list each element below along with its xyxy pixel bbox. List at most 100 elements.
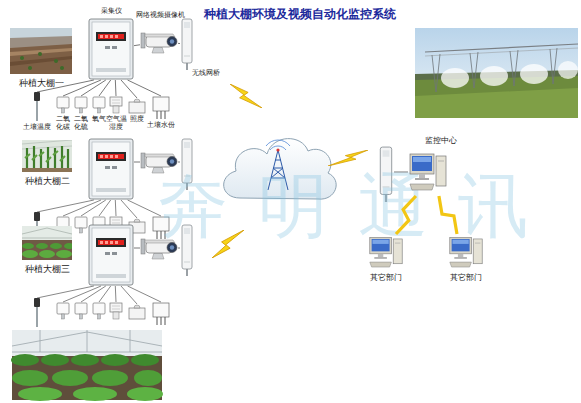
greenhouse-photo-shape (22, 140, 72, 172)
greenhouse-photo-shape (10, 28, 72, 74)
greenhouse-interior-photo (11, 330, 163, 401)
node-label: 监控中心 (416, 137, 466, 146)
gas-sensor-symbol (75, 97, 87, 113)
sensor-symbol (57, 303, 69, 319)
soil-sensor-symbol (153, 217, 169, 239)
gas-sensor-shape (92, 96, 106, 114)
department-computer: 其它部门 (448, 234, 484, 272)
soil-temperature-probe-symbol (34, 92, 40, 121)
wireless-link (439, 196, 457, 234)
greenhouse-photo-symbol (22, 226, 74, 260)
monitoring-computer-shape (408, 150, 448, 196)
video-camera-shape (140, 30, 178, 54)
greenhouse-photo: 种植大棚一 (10, 28, 72, 74)
bridge-symbol (182, 139, 192, 190)
greenhouse-photo: 种植大棚二 (22, 140, 72, 172)
bridge-symbol (380, 147, 391, 202)
bridge-symbol (182, 225, 192, 276)
signal-wire (115, 80, 117, 96)
gas-sensor: 二氧化碳 (56, 96, 70, 114)
sensor-symbol (75, 303, 87, 319)
sensor-symbol (93, 303, 105, 319)
signal-wire (99, 80, 111, 96)
department-computer-symbol (370, 237, 402, 267)
greenhouse-photo: 种植大棚三 (22, 226, 72, 260)
signal-wire (128, 80, 161, 96)
gas-sensor-shape (56, 96, 70, 114)
light-sensor: 照度 (128, 98, 146, 114)
signal-wire (63, 80, 101, 96)
department-computer-shape (448, 234, 484, 272)
irrigation-photo (415, 28, 578, 118)
node-label: 空气温湿度 (105, 116, 127, 132)
air-humidity-sensor-shape (108, 96, 124, 114)
node-label: 其它部门 (440, 274, 492, 283)
collector-symbol (89, 225, 133, 285)
node-label: 二氧化硫 (73, 116, 89, 132)
gas-sensor-shape (74, 96, 88, 114)
wireless-link (396, 196, 416, 234)
wireless-bridge: 无线网桥 (180, 18, 194, 70)
signal-wire (178, 43, 180, 44)
department-computer: 其它部门 (368, 234, 404, 272)
light-sensor-symbol (129, 305, 145, 319)
gas-sensor: 氧气 (92, 96, 106, 114)
camera-symbol (141, 153, 177, 173)
node-label: 采集仪 (88, 8, 134, 16)
node-label: 无线网桥 (186, 70, 226, 78)
signal-wire (134, 44, 140, 46)
soil-temperature-probe-shape (30, 92, 44, 122)
node-label: 其它部门 (360, 274, 412, 283)
soil-moisture-sensor-shape (152, 96, 170, 120)
node-label: 种植大棚一 (6, 78, 76, 88)
node-label: 照度 (127, 116, 147, 124)
monitoring-computer: 监控中心 (408, 150, 448, 196)
soil-moisture-sensor: 土壤水份 (152, 96, 170, 120)
node-label: 氧气 (91, 116, 107, 124)
air-humidity-sensor: 空气温湿度 (108, 96, 124, 114)
data-collector: 采集仪 (88, 18, 134, 80)
wireless-bolt (328, 150, 368, 166)
department-computer-symbol (450, 237, 482, 267)
gas-sensor-symbol (93, 97, 105, 113)
gas-sensor-symbol (57, 97, 69, 113)
soil-temperature-probe: 土壤温度 (30, 92, 44, 122)
soil-sensor-symbol (153, 303, 169, 325)
node-label: 土壤温度 (20, 124, 54, 132)
signal-wire (121, 80, 137, 98)
cable (394, 172, 408, 173)
data-collector-symbol (89, 19, 133, 79)
greenhouse-photo-symbol (10, 28, 72, 74)
video-camera: 网络视频摄像机 (140, 30, 178, 54)
greenhouse-photo-symbol (22, 140, 72, 172)
light-sensor-symbol (129, 99, 145, 113)
wireless-bridge-symbol (182, 19, 192, 70)
sensor-symbol (110, 303, 122, 319)
diagram-title: 种植大棚环境及视频自动化监控系统 (190, 6, 410, 23)
sensor-symbol (75, 217, 87, 233)
node-label: 土壤水份 (144, 122, 178, 130)
department-computer-shape (368, 234, 404, 272)
camera-symbol (141, 239, 177, 259)
signal-wire (81, 80, 106, 96)
network-cloud (224, 139, 337, 200)
monitoring-computer-symbol (410, 154, 446, 190)
video-camera-symbol (141, 33, 177, 53)
gas-sensor: 二氧化硫 (74, 96, 88, 114)
wireless-bridge-shape (180, 18, 194, 70)
watermark: 奔明通讯 (158, 160, 558, 254)
collector-symbol (89, 139, 133, 199)
light-sensor-shape (128, 98, 146, 114)
node-label: 种植大棚三 (12, 264, 82, 274)
wireless-bolt (230, 84, 262, 108)
soil-moisture-sensor-symbol (153, 97, 169, 119)
wireless-bolt (212, 230, 244, 258)
air-humidity-sensor-symbol (110, 97, 122, 113)
greenhouse-photo-shape (22, 226, 72, 260)
node-label: 种植大棚二 (12, 176, 82, 186)
